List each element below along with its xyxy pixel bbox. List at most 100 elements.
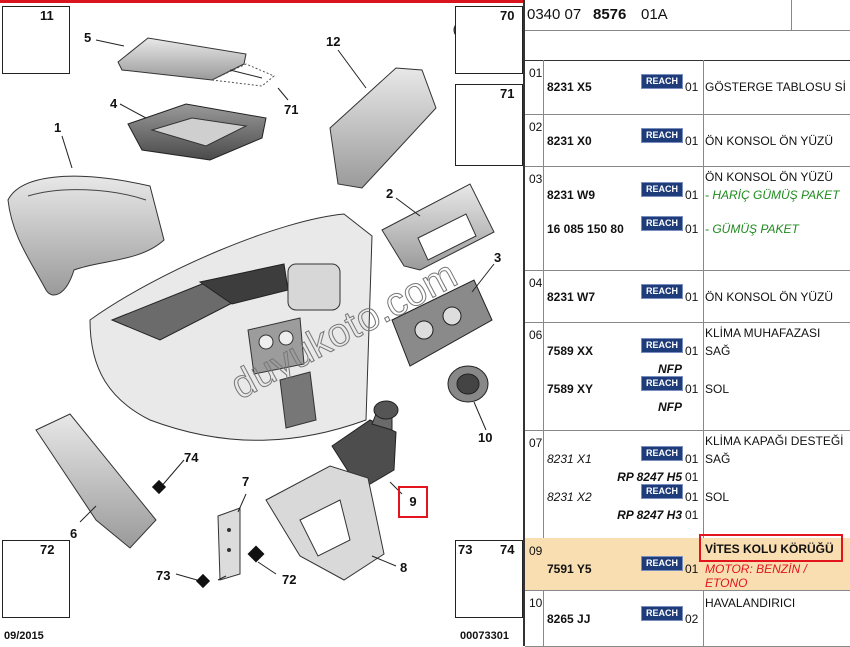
part-number[interactable]: 8231 W9: [547, 188, 596, 202]
reach-badge: REACH: [641, 128, 683, 143]
callout-72: 72: [282, 572, 297, 587]
callout-73: 73: [156, 568, 171, 583]
top-red-bar: [0, 0, 524, 3]
position-number: 09: [529, 544, 543, 558]
part-number[interactable]: 16 085 150 80: [547, 222, 624, 236]
reach-badge: REACH: [641, 216, 683, 231]
part-1-instrument-hood: [7, 175, 165, 296]
part-description: SOL: [705, 382, 730, 396]
part-5-cover: [117, 37, 275, 87]
position-number: 10: [529, 596, 543, 610]
ref-main: 8576: [593, 6, 627, 23]
callout-3: 3: [494, 250, 502, 265]
ref-suffix: 01A: [641, 6, 668, 23]
callout-2: 2: [386, 186, 394, 201]
callout-74-box: 74: [500, 542, 515, 557]
position-number: 02: [529, 120, 543, 134]
quantity: 01: [685, 344, 699, 358]
part-number[interactable]: 8231 X5: [547, 80, 592, 94]
callout-12: 12: [326, 34, 341, 49]
reach-badge: REACH: [641, 338, 683, 353]
row-divider: [525, 322, 850, 323]
column-separator: [523, 0, 525, 646]
part-7-bracket: [217, 507, 241, 581]
reach-badge: REACH: [641, 606, 683, 621]
reach-badge: REACH: [641, 446, 683, 461]
row-divider: [525, 114, 850, 115]
callout-70: 70: [500, 8, 515, 23]
callout-73-box: 73: [458, 542, 473, 557]
divider: [791, 0, 792, 30]
reach-badge: REACH: [641, 484, 683, 499]
column-divider: [543, 60, 544, 646]
part-description: ÖN KONSOL ÖN YÜZÜ: [705, 134, 834, 148]
quantity: 02: [685, 612, 699, 626]
part-number[interactable]: 7591 Y5: [547, 562, 592, 576]
quantity: 01: [685, 562, 699, 576]
part-number[interactable]: 8231 X1: [547, 452, 592, 466]
part-note: NFP: [658, 400, 682, 414]
part-number[interactable]: 7589 XX: [547, 344, 594, 358]
quantity: 01: [685, 222, 699, 236]
dashboard-body: [89, 213, 373, 441]
part-number[interactable]: 7589 XY: [547, 382, 594, 396]
divider: [525, 30, 850, 31]
callout-71-box: 71: [500, 86, 515, 101]
quantity: 01: [685, 452, 699, 466]
box-part-11: [2, 6, 70, 74]
callout-10: 10: [478, 430, 493, 445]
part-description: - HARİÇ GÜMÜŞ PAKET: [705, 188, 840, 202]
callout-72-box: 72: [40, 542, 55, 557]
callout-1: 1: [54, 120, 62, 135]
part-72-marker: [247, 545, 265, 563]
row-divider: [525, 270, 850, 271]
part-8-center-console: [265, 465, 385, 581]
ref-prefix: 0340 07: [527, 6, 582, 23]
box-part-72: [2, 540, 70, 618]
part-description: GÖSTERGE TABLOSU Sİ: [705, 80, 846, 94]
part-description: KLİMA MUHAFAZASI: [705, 326, 821, 340]
exploded-parts-diagram: duyukoto.com 11 5 12 70 71 4 71 1 2 3 10…: [2, 6, 523, 642]
position-number: 01: [529, 66, 543, 80]
callout-71: 71: [284, 102, 299, 117]
divider: [525, 60, 850, 61]
part-description: - GÜMÜŞ PAKET: [705, 222, 799, 236]
quantity: 01: [685, 490, 699, 504]
part-74-marker: [151, 479, 167, 495]
callout-74: 74: [184, 450, 199, 465]
quantity: 01: [685, 134, 699, 148]
callout-11: 11: [40, 8, 54, 23]
quantity: 01: [685, 188, 699, 202]
reach-badge: REACH: [641, 182, 683, 197]
quantity-secondary: 01: [685, 508, 699, 522]
part-73-marker: [195, 573, 211, 589]
callout-7: 7: [242, 474, 250, 489]
reach-badge: REACH: [641, 284, 683, 299]
part-12-glovebox-lid: [329, 67, 437, 189]
part-note: RP 8247 H3: [617, 508, 682, 522]
reference-number: 0340 07 8576 01A: [525, 0, 850, 32]
reach-badge: REACH: [641, 74, 683, 89]
part-number[interactable]: 8231 X0: [547, 134, 592, 148]
diagram-date: 09/2015: [4, 630, 44, 642]
part-note: NFP: [658, 362, 682, 376]
position-number: 04: [529, 276, 543, 290]
part-9-gear-boot: [331, 400, 399, 491]
leader-lines: [61, 39, 495, 583]
part-number[interactable]: 8265 JJ: [547, 612, 591, 626]
part-note: RP 8247 H5: [617, 470, 682, 484]
part-number[interactable]: 8231 W7: [547, 290, 596, 304]
part-2-console-face: [381, 183, 495, 271]
part-number[interactable]: 8231 X2: [547, 490, 592, 504]
part-6-side-panel: [35, 413, 157, 549]
callout-5: 5: [84, 30, 92, 45]
position-number: 03: [529, 172, 543, 186]
